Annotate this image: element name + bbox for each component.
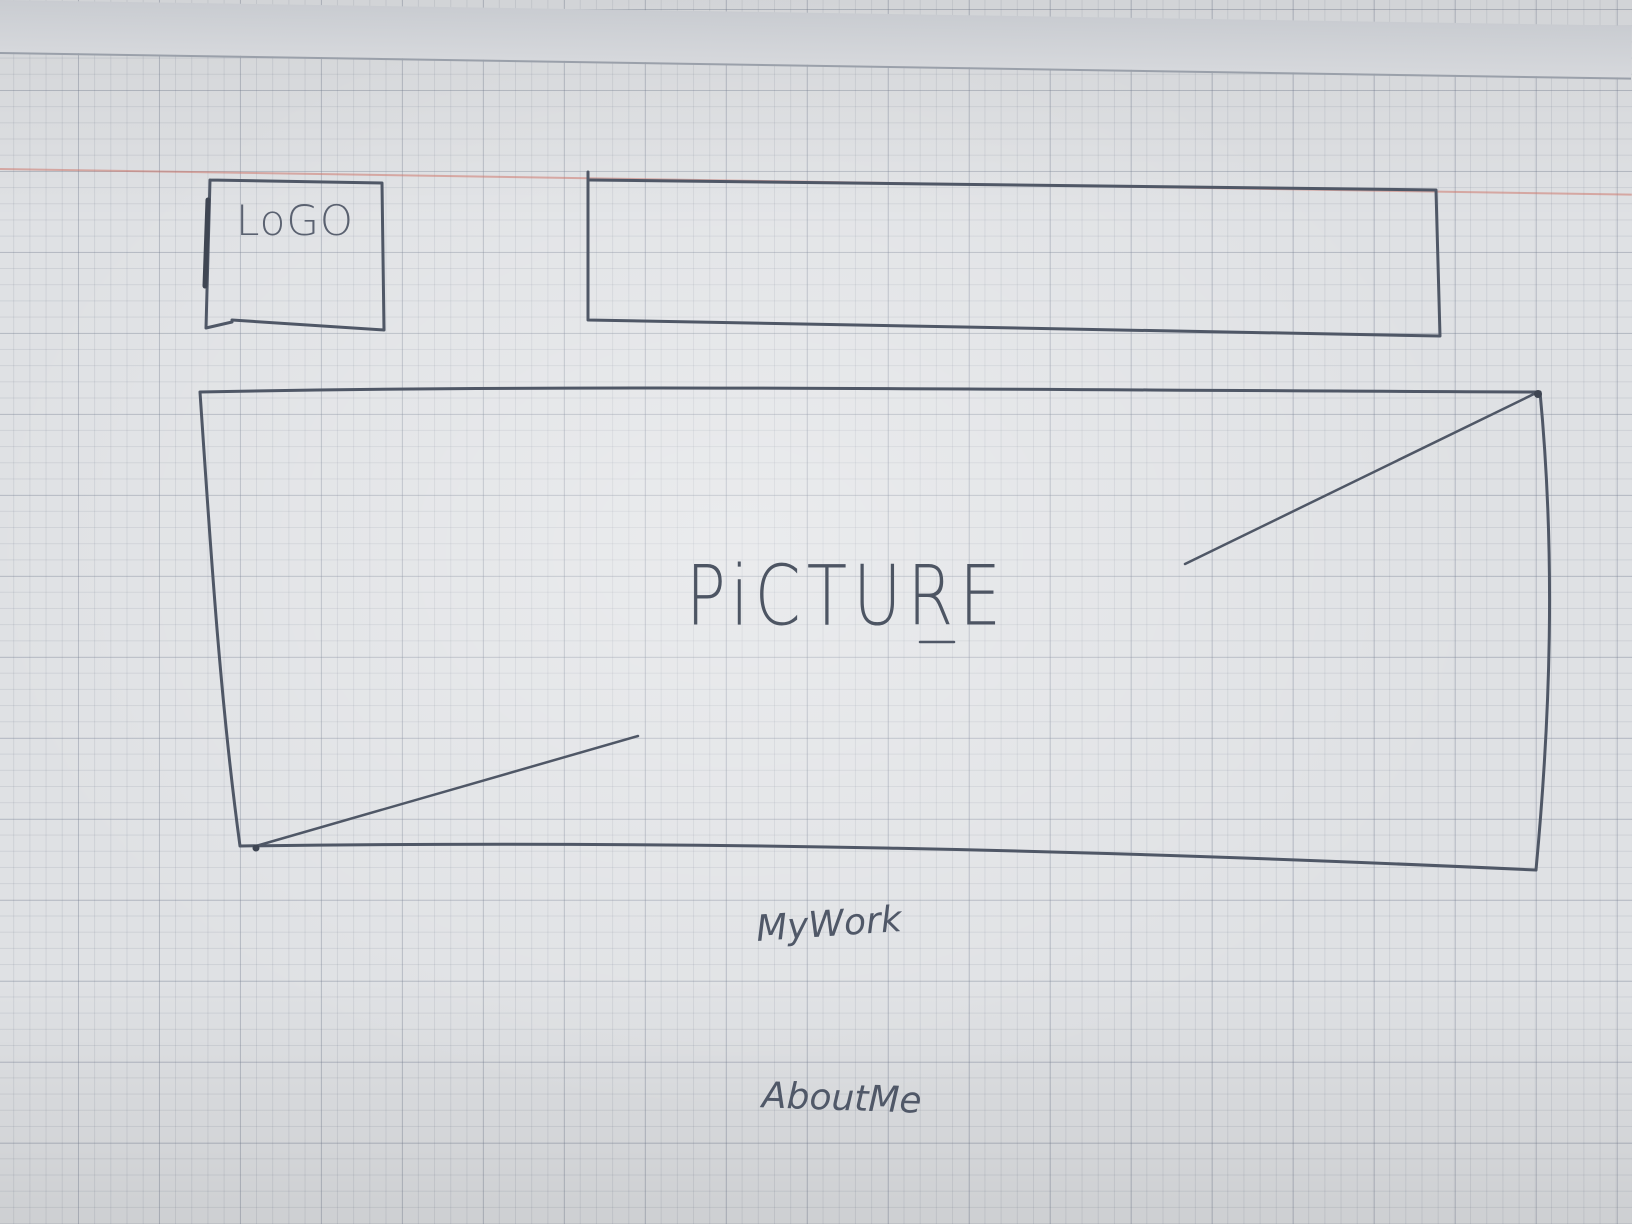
logo-placeholder-label: LoGO	[236, 196, 354, 245]
header-banner-outline	[586, 170, 1442, 338]
nav-link-about-me[interactable]: AboutMe	[761, 1075, 923, 1122]
picture-box-outline	[198, 386, 1552, 872]
picture-diagonal-top	[1183, 390, 1540, 566]
picture-diagonal-bottom	[254, 734, 640, 848]
hero-picture-label: PiCTURE	[686, 548, 1007, 645]
